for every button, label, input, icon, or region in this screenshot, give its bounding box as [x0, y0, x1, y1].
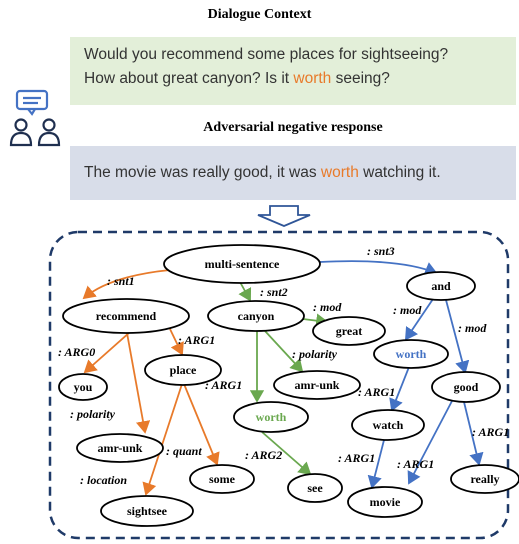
response-heading: Adversarial negative response: [203, 120, 383, 135]
svg-text:sightsee: sightsee: [127, 504, 168, 518]
svg-text:worth: worth: [396, 347, 427, 361]
edge-mod-good: [445, 299, 470, 374]
edge-quant: [183, 383, 220, 466]
node-multi-sentence: multi-sentence: [163, 244, 321, 284]
svg-text:amr-unk: amr-unk: [295, 378, 340, 392]
edge-arg1-watch: [389, 366, 410, 412]
svg-text:place: place: [170, 363, 197, 377]
node-worth-green: worth: [233, 401, 309, 433]
node-canyon: canyon: [207, 300, 305, 332]
svg-text:multi-sentence: multi-sentence: [205, 257, 280, 271]
edge-label-arg1-place: : ARG1: [178, 333, 215, 347]
edge-label-snt1: : snt1: [107, 274, 135, 288]
edge-label-location: : location: [80, 473, 127, 487]
edge-label-arg0: : ARG0: [58, 345, 95, 359]
edge-label-snt2: : snt2: [260, 285, 288, 299]
node-worth-blue: worth: [373, 339, 449, 369]
edge-label-polarity2: : polarity: [292, 347, 338, 361]
edge-label-mod-good: : mod: [458, 321, 487, 335]
response-highlight-worth: worth: [320, 164, 359, 181]
svg-text:great: great: [336, 324, 362, 338]
node-great: great: [312, 316, 386, 346]
node-movie: movie: [347, 486, 423, 518]
edge-label-arg1-watch: : ARG1: [358, 385, 395, 399]
svg-text:movie: movie: [370, 495, 401, 509]
node-and: and: [406, 271, 476, 301]
svg-text:and: and: [431, 279, 451, 293]
node-good: good: [431, 371, 501, 403]
svg-text:see: see: [307, 481, 323, 495]
svg-text:amr-unk: amr-unk: [98, 441, 143, 455]
edge-arg1-movie-watch: [367, 439, 385, 489]
dialogue-people-icon: [9, 89, 61, 147]
edge-label-arg1-worth: : ARG1: [205, 378, 242, 392]
node-place: place: [144, 354, 222, 386]
edge-arg1-movie-good: [407, 400, 453, 485]
edge-label-mod-great: : mod: [313, 300, 342, 314]
edge-mod-worth: [404, 298, 434, 341]
edge-arg0: [83, 331, 131, 374]
edge-label-arg2: : ARG2: [245, 448, 282, 462]
edge-snt2: [238, 281, 252, 302]
edge-arg1-place: [169, 328, 184, 356]
edge-polarity1: [126, 332, 151, 434]
node-amr-unk-1: amr-unk: [273, 370, 361, 400]
node-sightsee: sightsee: [100, 495, 194, 527]
down-arrow: [257, 205, 311, 227]
edge-label-arg1-really: : ARG1: [472, 425, 509, 439]
node-recommend: recommend: [62, 298, 190, 334]
edge-label-polarity1: : polarity: [70, 407, 116, 421]
context-line-2: How about great canyon? Is it worth seei…: [84, 70, 390, 87]
node-watch: watch: [351, 409, 425, 441]
graph-frame: [48, 230, 510, 540]
edge-arg2: [261, 431, 312, 476]
node-amr-unk-2: amr-unk: [76, 433, 164, 463]
node-see: see: [287, 473, 343, 503]
context-heading: Dialogue Context: [207, 7, 312, 22]
svg-text:recommend: recommend: [96, 309, 157, 323]
dialogue-context-box: Would you recommend some places for sigh…: [70, 37, 516, 105]
edge-label-mod-worth: : mod: [393, 303, 422, 317]
edge-snt1: [82, 269, 171, 300]
node-really: really: [450, 464, 519, 494]
node-you: you: [58, 373, 108, 401]
node-some: some: [189, 464, 255, 494]
context-line-1: Would you recommend some places for sigh…: [84, 46, 449, 63]
svg-text:really: really: [470, 472, 499, 486]
edge-label-quant: : quant: [166, 444, 202, 458]
edge-arg1-really: [463, 401, 484, 466]
svg-text:watch: watch: [373, 418, 404, 432]
edge-label-arg1-movie-watch: : ARG1: [338, 451, 375, 465]
svg-text:good: good: [454, 380, 479, 394]
edge-label-arg1-movie-good: : ARG1: [397, 457, 434, 471]
context-highlight-worth: worth: [293, 70, 332, 87]
edge-location: [142, 383, 183, 496]
svg-text:some: some: [209, 472, 236, 486]
edge-label-snt3: : snt3: [367, 244, 395, 258]
negative-response-box: The movie was really good, it was worth …: [70, 146, 516, 200]
edge-snt3: [319, 260, 438, 276]
edge-polarity2: [264, 330, 304, 373]
svg-text:worth: worth: [256, 410, 287, 424]
svg-text:canyon: canyon: [238, 309, 275, 323]
svg-text:you: you: [74, 380, 93, 394]
